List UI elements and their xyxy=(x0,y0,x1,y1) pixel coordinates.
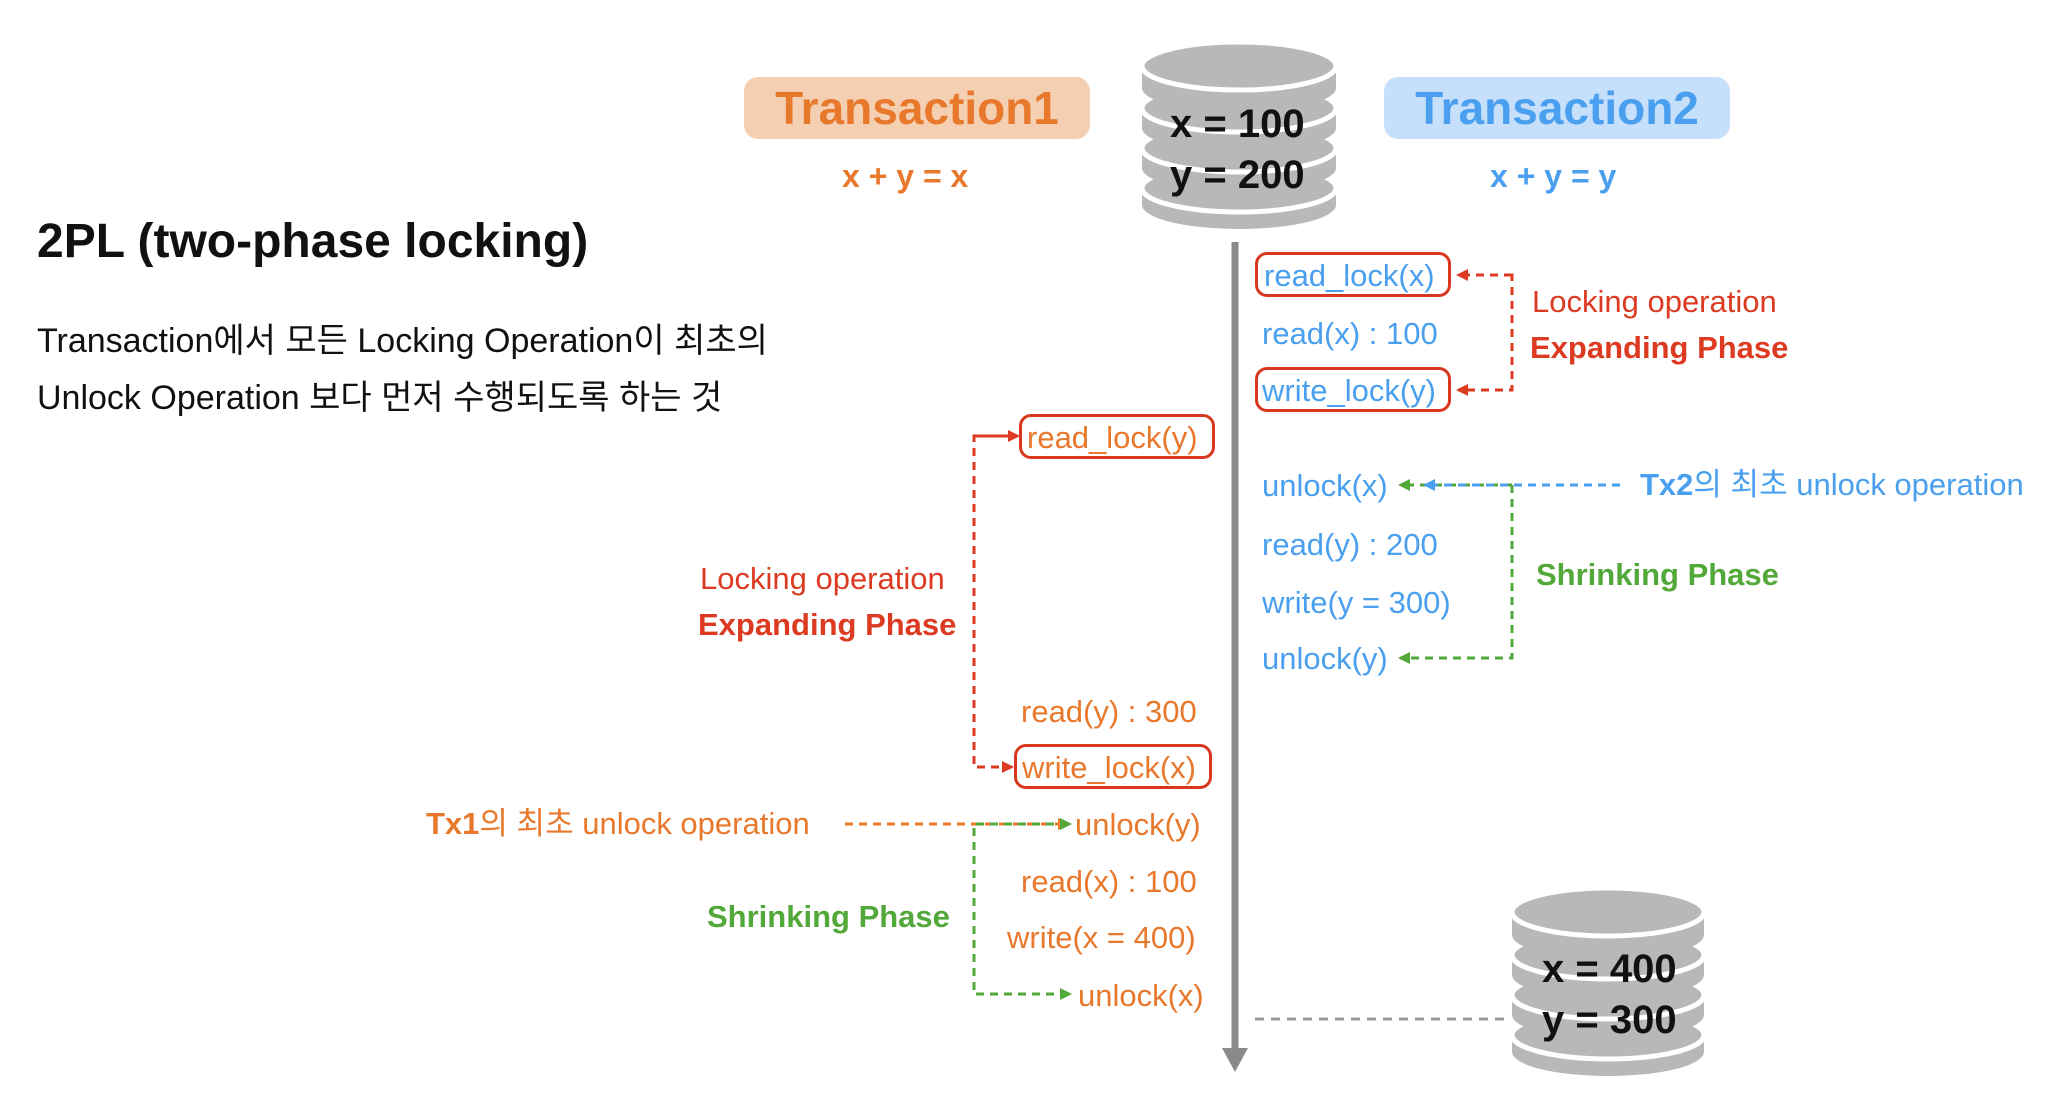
tx2-expanding-bracket xyxy=(1456,269,1514,396)
db-final-x: x = 400 xyxy=(1542,947,1677,991)
tx2-expanding-phase-label: Expanding Phase xyxy=(1530,330,1789,365)
tx2-write-lock-y-box xyxy=(1255,367,1451,412)
db-initial-x: x = 100 xyxy=(1170,102,1305,146)
tx1-write-lock-x-box xyxy=(1014,744,1212,789)
transaction1-header: Transaction1 xyxy=(744,77,1090,139)
tx1-first-unlock-suffix: 의 최초 unlock operation xyxy=(479,806,810,841)
transaction1-formula: x + y = x xyxy=(842,158,969,194)
tx2-shrinking-phase-label: Shrinking Phase xyxy=(1536,557,1779,592)
tx1-read-lock-y: read_lock(y) xyxy=(1027,420,1198,455)
tx2-read-lock-x: read_lock(x) xyxy=(1264,258,1435,293)
description-line-1: Transaction에서 모든 Locking Operation이 최초의 xyxy=(37,322,768,360)
tx1-unlock-x: unlock(x) xyxy=(1078,978,1204,1013)
tx1-write-lock-x: write_lock(x) xyxy=(1022,750,1196,785)
tx2-write-lock-y: write_lock(y) xyxy=(1262,373,1436,408)
tx2-read-x: read(x) : 100 xyxy=(1262,316,1438,351)
page-title: 2PL (two-phase locking) xyxy=(37,215,589,268)
tx2-shrinking-bracket xyxy=(1398,479,1514,664)
tx2-first-unlock-prefix: Tx2 xyxy=(1640,467,1694,502)
description-line-2: Unlock Operation 보다 먼저 수행되도록 하는 것 xyxy=(37,379,723,417)
tx1-read-lock-y-box xyxy=(1019,414,1215,459)
tx2-write-y: write(y = 300) xyxy=(1262,585,1451,620)
tx1-locking-operation-label: Locking operation xyxy=(700,561,945,596)
db-initial-y: y = 200 xyxy=(1170,153,1305,197)
tx2-first-unlock-suffix: 의 최초 unlock operation xyxy=(1693,467,2024,502)
tx1-shrinking-bracket xyxy=(972,818,1072,1000)
database-final-icon xyxy=(1509,885,1707,1076)
transaction2-formula: x + y = y xyxy=(1490,158,1617,194)
tx1-first-unlock-prefix: Tx1 xyxy=(426,806,480,841)
database-initial-icon xyxy=(1139,39,1339,229)
tx1-first-unlock-label: Tx1의 최초 unlock operation xyxy=(426,808,810,839)
tx2-first-unlock-label: Tx2의 최초 unlock operation xyxy=(1640,469,2024,500)
tx1-read-y: read(y) : 300 xyxy=(1021,694,1197,729)
tx1-write-x: write(x = 400) xyxy=(1007,920,1196,955)
tx1-shrinking-phase-label: Shrinking Phase xyxy=(707,899,950,934)
tx2-locking-operation-label: Locking operation xyxy=(1532,284,1777,319)
tx1-expanding-bracket xyxy=(972,430,1020,773)
tx2-read-lock-x-box xyxy=(1255,252,1451,297)
tx2-read-y: read(y) : 200 xyxy=(1262,527,1438,562)
tx1-read-x: read(x) : 100 xyxy=(1021,864,1197,899)
tx2-unlock-y: unlock(y) xyxy=(1262,641,1388,676)
tx2-unlock-x: unlock(x) xyxy=(1262,468,1388,503)
transaction2-header: Transaction2 xyxy=(1384,77,1730,139)
tx1-unlock-y: unlock(y) xyxy=(1075,807,1201,842)
db-final-y: y = 300 xyxy=(1542,998,1677,1042)
tx1-expanding-phase-label: Expanding Phase xyxy=(698,607,957,642)
timeline-arrow xyxy=(1222,242,1248,1072)
